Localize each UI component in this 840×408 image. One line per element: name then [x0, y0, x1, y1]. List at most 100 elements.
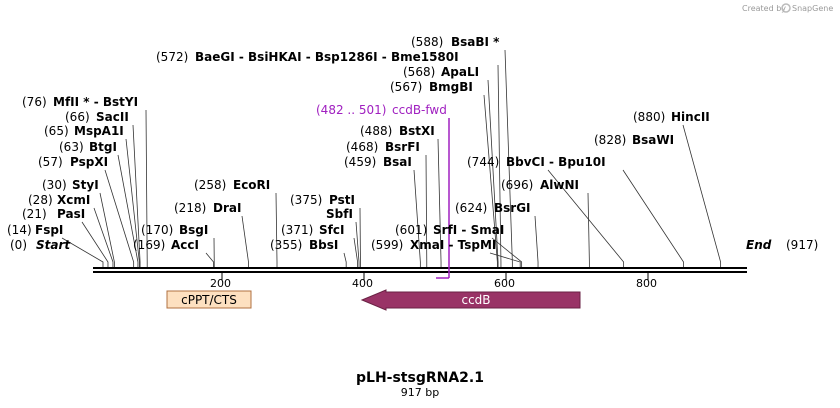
site-name: BsaWI [632, 133, 674, 147]
site-pos: (601) [395, 223, 427, 237]
site-pos: (355) [270, 238, 302, 252]
site-name: BsrGI [494, 201, 531, 215]
site-pos: (371) [281, 223, 313, 237]
site-line [117, 154, 139, 268]
site-line [355, 221, 360, 268]
site-line [682, 124, 722, 268]
site-pos: (828) [594, 133, 626, 147]
site-name: AlwNI [540, 178, 579, 192]
site-name: SacII [96, 110, 129, 124]
site-line [534, 215, 539, 268]
site-pos: (218) [174, 201, 206, 215]
site-pos: (588) [411, 35, 443, 49]
site-name: StyI [72, 178, 99, 192]
feature-ccdb[interactable]: ccdB [360, 289, 581, 311]
site-pos: (567) [390, 80, 422, 94]
site-pos: (696) [501, 178, 533, 192]
site-line [132, 124, 141, 268]
site-line [504, 49, 513, 268]
scale-label-400: 400 [352, 277, 373, 290]
site-name: PspXI [70, 155, 108, 169]
start-pos: (0) [10, 238, 27, 252]
site-name: BsaBI * [451, 35, 500, 49]
site-pos: (375) [290, 193, 322, 207]
site-pos: (76) [22, 95, 47, 109]
primer-ccdb-fwd[interactable]: (482 .. 501) ccdB-fwd [316, 103, 450, 279]
site-pos: (744) [467, 155, 499, 169]
site-name: SrfI - SmaI [433, 223, 504, 237]
site-pos: (66) [65, 110, 90, 124]
site-labels: (14) FspI (21) PasI (28) XcmI (30) StyI … [7, 35, 710, 252]
site-name: EcoRI [233, 178, 270, 192]
site-name: SbfI [326, 207, 353, 221]
site-line [343, 252, 347, 268]
site-name: BbsI [309, 238, 338, 252]
site-name: SfcI [319, 223, 344, 237]
start-label: Start [36, 238, 71, 252]
map-length: 917 bp [401, 386, 439, 399]
site-name: DraI [213, 201, 241, 215]
end-pos: (917) [786, 238, 818, 252]
site-pos: (468) [346, 140, 378, 154]
site-pos: (30) [42, 178, 67, 192]
site-pos: (258) [194, 178, 226, 192]
site-pos: (65) [44, 124, 69, 138]
primer-range: (482 .. 501) [316, 103, 386, 117]
feature-ccdb-arrow [360, 289, 581, 311]
site-pos: (568) [403, 65, 435, 79]
feature-cppt-cts[interactable]: cPPT/CTS [166, 290, 252, 309]
site-pos: (572) [156, 50, 188, 64]
primer-name: ccdB-fwd [392, 103, 447, 117]
site-line [275, 192, 278, 268]
site-pos: (599) [371, 238, 403, 252]
site-line [413, 169, 421, 268]
map-title: pLH-stsgRNA2.1 [356, 370, 484, 386]
scale-ruler: 200 400 600 800 [210, 272, 657, 290]
watermark-prefix: Created by [742, 4, 786, 13]
feature-ccdb-label: ccdB [461, 293, 490, 307]
site-name: BmgBI [429, 80, 473, 94]
site-name: BbvCI - Bpu10I [506, 155, 606, 169]
site-pos: (459) [344, 155, 376, 169]
site-line [587, 192, 590, 268]
site-line [205, 252, 214, 268]
site-line [93, 207, 114, 268]
site-name: BtgI [89, 140, 117, 154]
site-line [61, 237, 104, 268]
site-name: AccI [171, 238, 199, 252]
site-line [125, 138, 140, 268]
site-pos: (169) [133, 238, 165, 252]
site-line [99, 192, 115, 268]
site-name: BsrFI [385, 140, 420, 154]
site-name: MfII * - BstYI [53, 95, 138, 109]
site-name: FspI [35, 223, 63, 237]
site-line [483, 94, 498, 268]
site-pos: (624) [455, 201, 487, 215]
end-label: End [746, 238, 772, 252]
sequence-backbone [93, 267, 747, 273]
site-line [241, 215, 249, 268]
site-line [81, 221, 109, 268]
scale-label-600: 600 [494, 277, 515, 290]
site-line [104, 169, 135, 268]
scale-label-200: 200 [210, 277, 231, 290]
site-line [491, 237, 523, 268]
site-line [487, 79, 499, 268]
site-line [622, 169, 684, 268]
site-name: PasI [57, 207, 85, 221]
site-pos: (28) [28, 193, 53, 207]
site-name: PstI [329, 193, 355, 207]
site-name: BsaI [383, 155, 412, 169]
site-name: XcmI [57, 193, 90, 207]
site-line [425, 154, 428, 268]
site-name: BaeGI - BsiHKAI - Bsp1286I - Bme1580I [195, 50, 459, 64]
site-pos: (63) [59, 140, 84, 154]
site-line [547, 169, 625, 268]
feature-cppt-cts-box [166, 290, 252, 309]
site-name: BsgI [179, 223, 208, 237]
site-name: XmaI - TspMI [410, 238, 496, 252]
site-pos: (170) [141, 223, 173, 237]
feature-cppt-cts-label: cPPT/CTS [181, 293, 237, 307]
site-pos: (14) [7, 223, 32, 237]
